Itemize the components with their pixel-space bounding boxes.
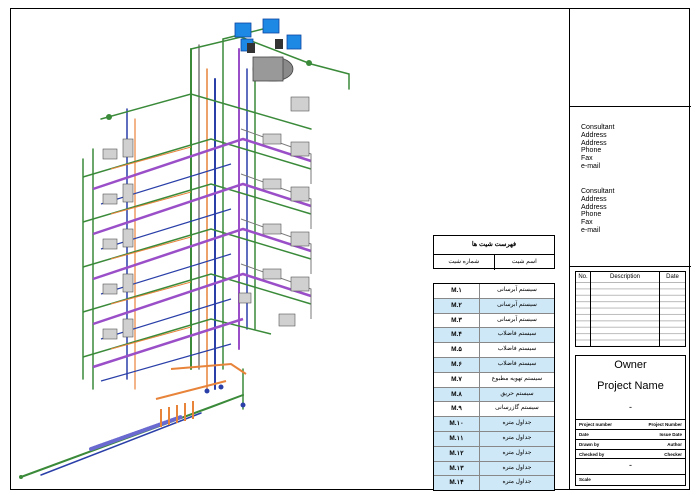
sheet-list-header: فهرست شیت ها شماره شیت اسم شیت xyxy=(433,235,555,270)
sheet-list-row: M.۱۳ جداول متره xyxy=(434,461,554,477)
column-sheet-number: شماره شیت xyxy=(434,255,495,270)
sheet-name: جداول متره xyxy=(502,479,532,486)
consultant-line: Consultant xyxy=(581,124,615,131)
water-tank xyxy=(252,56,294,82)
project-number-row: Project number Project Number xyxy=(576,419,685,429)
floor-level xyxy=(82,317,272,382)
sheet-name: سیستم آبرسانی xyxy=(497,287,537,293)
sheet-number: M.۸ xyxy=(434,387,480,402)
sheet-number: M.۵ xyxy=(434,343,480,357)
isometric-piping-drawing xyxy=(19,18,350,479)
sheet-list-title: فهرست شیت ها xyxy=(434,236,554,255)
sheet-list-row: M.۱۱ جداول متره xyxy=(434,431,554,447)
sheet-number: M.۱ xyxy=(434,284,480,298)
revision-table: No. Description Date xyxy=(575,271,686,347)
sheet-list-row: M.۳ سیستم آبرسانی xyxy=(434,313,554,329)
sheet-number: M.۹ xyxy=(434,402,480,417)
date-label: Date xyxy=(579,432,589,437)
sheet-name: سیستم تهویه مطبوع xyxy=(491,375,543,382)
sheet-number: M.۷ xyxy=(434,372,480,387)
sheet-number: M.۱۰ xyxy=(434,417,480,431)
consultant-line: Address xyxy=(581,195,607,203)
project-dash: - xyxy=(629,402,632,412)
sheet-list-row: M.۷ سیستم تهویه مطبوع xyxy=(434,372,554,388)
column-sheet-name: اسم شیت xyxy=(511,259,537,265)
sheet-list-row: M.۵ سیستم فاضلاب xyxy=(434,343,554,358)
sheet-name: جداول متره xyxy=(502,434,532,441)
sheet-list-row: M.۲ سیستم آبرسانی xyxy=(434,298,554,314)
sheet-list-row: M.۱۲ جداول متره xyxy=(434,446,554,462)
sheet-list-row: M.۸ سیستم حریق xyxy=(434,387,554,403)
consultant-line: Address xyxy=(581,131,607,139)
scale-row: Scale xyxy=(576,474,685,484)
sheet-number: M.۱۱ xyxy=(434,431,480,446)
sheet-number: M.۱۴ xyxy=(434,476,480,491)
sheet-number: M.۳ xyxy=(434,313,480,328)
checked-by-value: Checker xyxy=(664,452,682,457)
logo-area xyxy=(570,9,691,107)
scale-label: Scale xyxy=(579,477,591,482)
sheet-list-row: M.۶ سیستم فاضلاب xyxy=(434,357,554,373)
sheet-number: M.۱۳ xyxy=(434,461,480,476)
checked-by-label: Checked by xyxy=(579,452,605,457)
consultant-line: e-mail xyxy=(581,226,601,234)
sheet-name: سیستم فاضلاب xyxy=(497,360,537,367)
consultant-line: Fax xyxy=(581,155,593,163)
drawn-by-row: Drawn by Author xyxy=(576,439,685,449)
floor-level xyxy=(82,173,312,250)
sheet-number: M.۱۲ xyxy=(434,446,480,461)
consultant-line: Fax xyxy=(581,219,593,227)
project-number-label: Project number xyxy=(579,422,613,427)
sheet-name: جداول متره xyxy=(502,420,532,427)
consultant-line: Consultant xyxy=(581,188,615,195)
project-number-value: Project Number xyxy=(648,422,682,427)
sheet-list-table: فهرست شیت ها شماره شیت اسم شیت M.۱ سیستم … xyxy=(433,235,555,492)
sheet-name: سیستم گازرسانی xyxy=(495,405,539,412)
sheet-list-row: M.۱۰ جداول متره xyxy=(434,417,554,432)
sheet-name: جداول متره xyxy=(502,464,532,471)
sheet-name: سیستم آبرسانی xyxy=(497,301,537,308)
sheet-number: M.۲ xyxy=(434,298,480,313)
sheet-name: سیستم آبرسانی xyxy=(497,316,537,323)
sheet-name: سیستم فاضلاب xyxy=(497,331,537,338)
drawing-sheet: فهرست شیت ها شماره شیت اسم شیت M.۱ سیستم … xyxy=(10,8,691,492)
sheet-dash: - xyxy=(629,460,632,470)
drawn-by-label: Drawn by xyxy=(579,442,600,447)
floor-level xyxy=(82,218,312,295)
consultant-line: Phone xyxy=(581,211,602,219)
revision-col-no: No. xyxy=(576,272,591,282)
consultant-line: Phone xyxy=(581,147,602,155)
date-row: Date Issue Date xyxy=(576,429,685,439)
sheet-name: جداول متره xyxy=(502,449,532,456)
date-value: Issue Date xyxy=(659,432,682,437)
sheet-list-row: M.۱ سیستم آبرسانی xyxy=(434,284,554,299)
revision-col-date: Date xyxy=(666,274,679,280)
revision-col-description: Description xyxy=(591,272,660,282)
drawn-by-value: Author xyxy=(667,442,682,447)
project-info-block: Owner Project Name - Project number Proj… xyxy=(575,355,686,486)
consultant-line: Address xyxy=(581,203,607,211)
floor-level xyxy=(82,263,312,340)
project-name: Project Name xyxy=(597,380,664,392)
sheet-list-row: M.۴ سیستم فاضلاب xyxy=(434,328,554,344)
sheet-number: M.۴ xyxy=(434,328,480,343)
sheet-number: M.۶ xyxy=(434,357,480,372)
consultant-line: e-mail xyxy=(581,162,601,170)
sheet-name: سیستم حریق xyxy=(500,390,534,397)
sheet-list-row: M.۱۴ جداول متره xyxy=(434,476,554,491)
sheet-name: سیستم فاضلاب xyxy=(497,346,537,353)
sheet-list-body: M.۱ سیستم آبرسانی M.۲ سیستم آبرسانی M.۳ سیستم… xyxy=(433,283,555,492)
revision-rows xyxy=(576,282,685,346)
consultant-line: Address xyxy=(581,139,607,147)
sheet-list-row: M.۹ سیستم گازرسانی xyxy=(434,402,554,418)
checked-by-row: Checked by Checker xyxy=(576,449,685,459)
owner-name: Owner xyxy=(614,359,647,371)
